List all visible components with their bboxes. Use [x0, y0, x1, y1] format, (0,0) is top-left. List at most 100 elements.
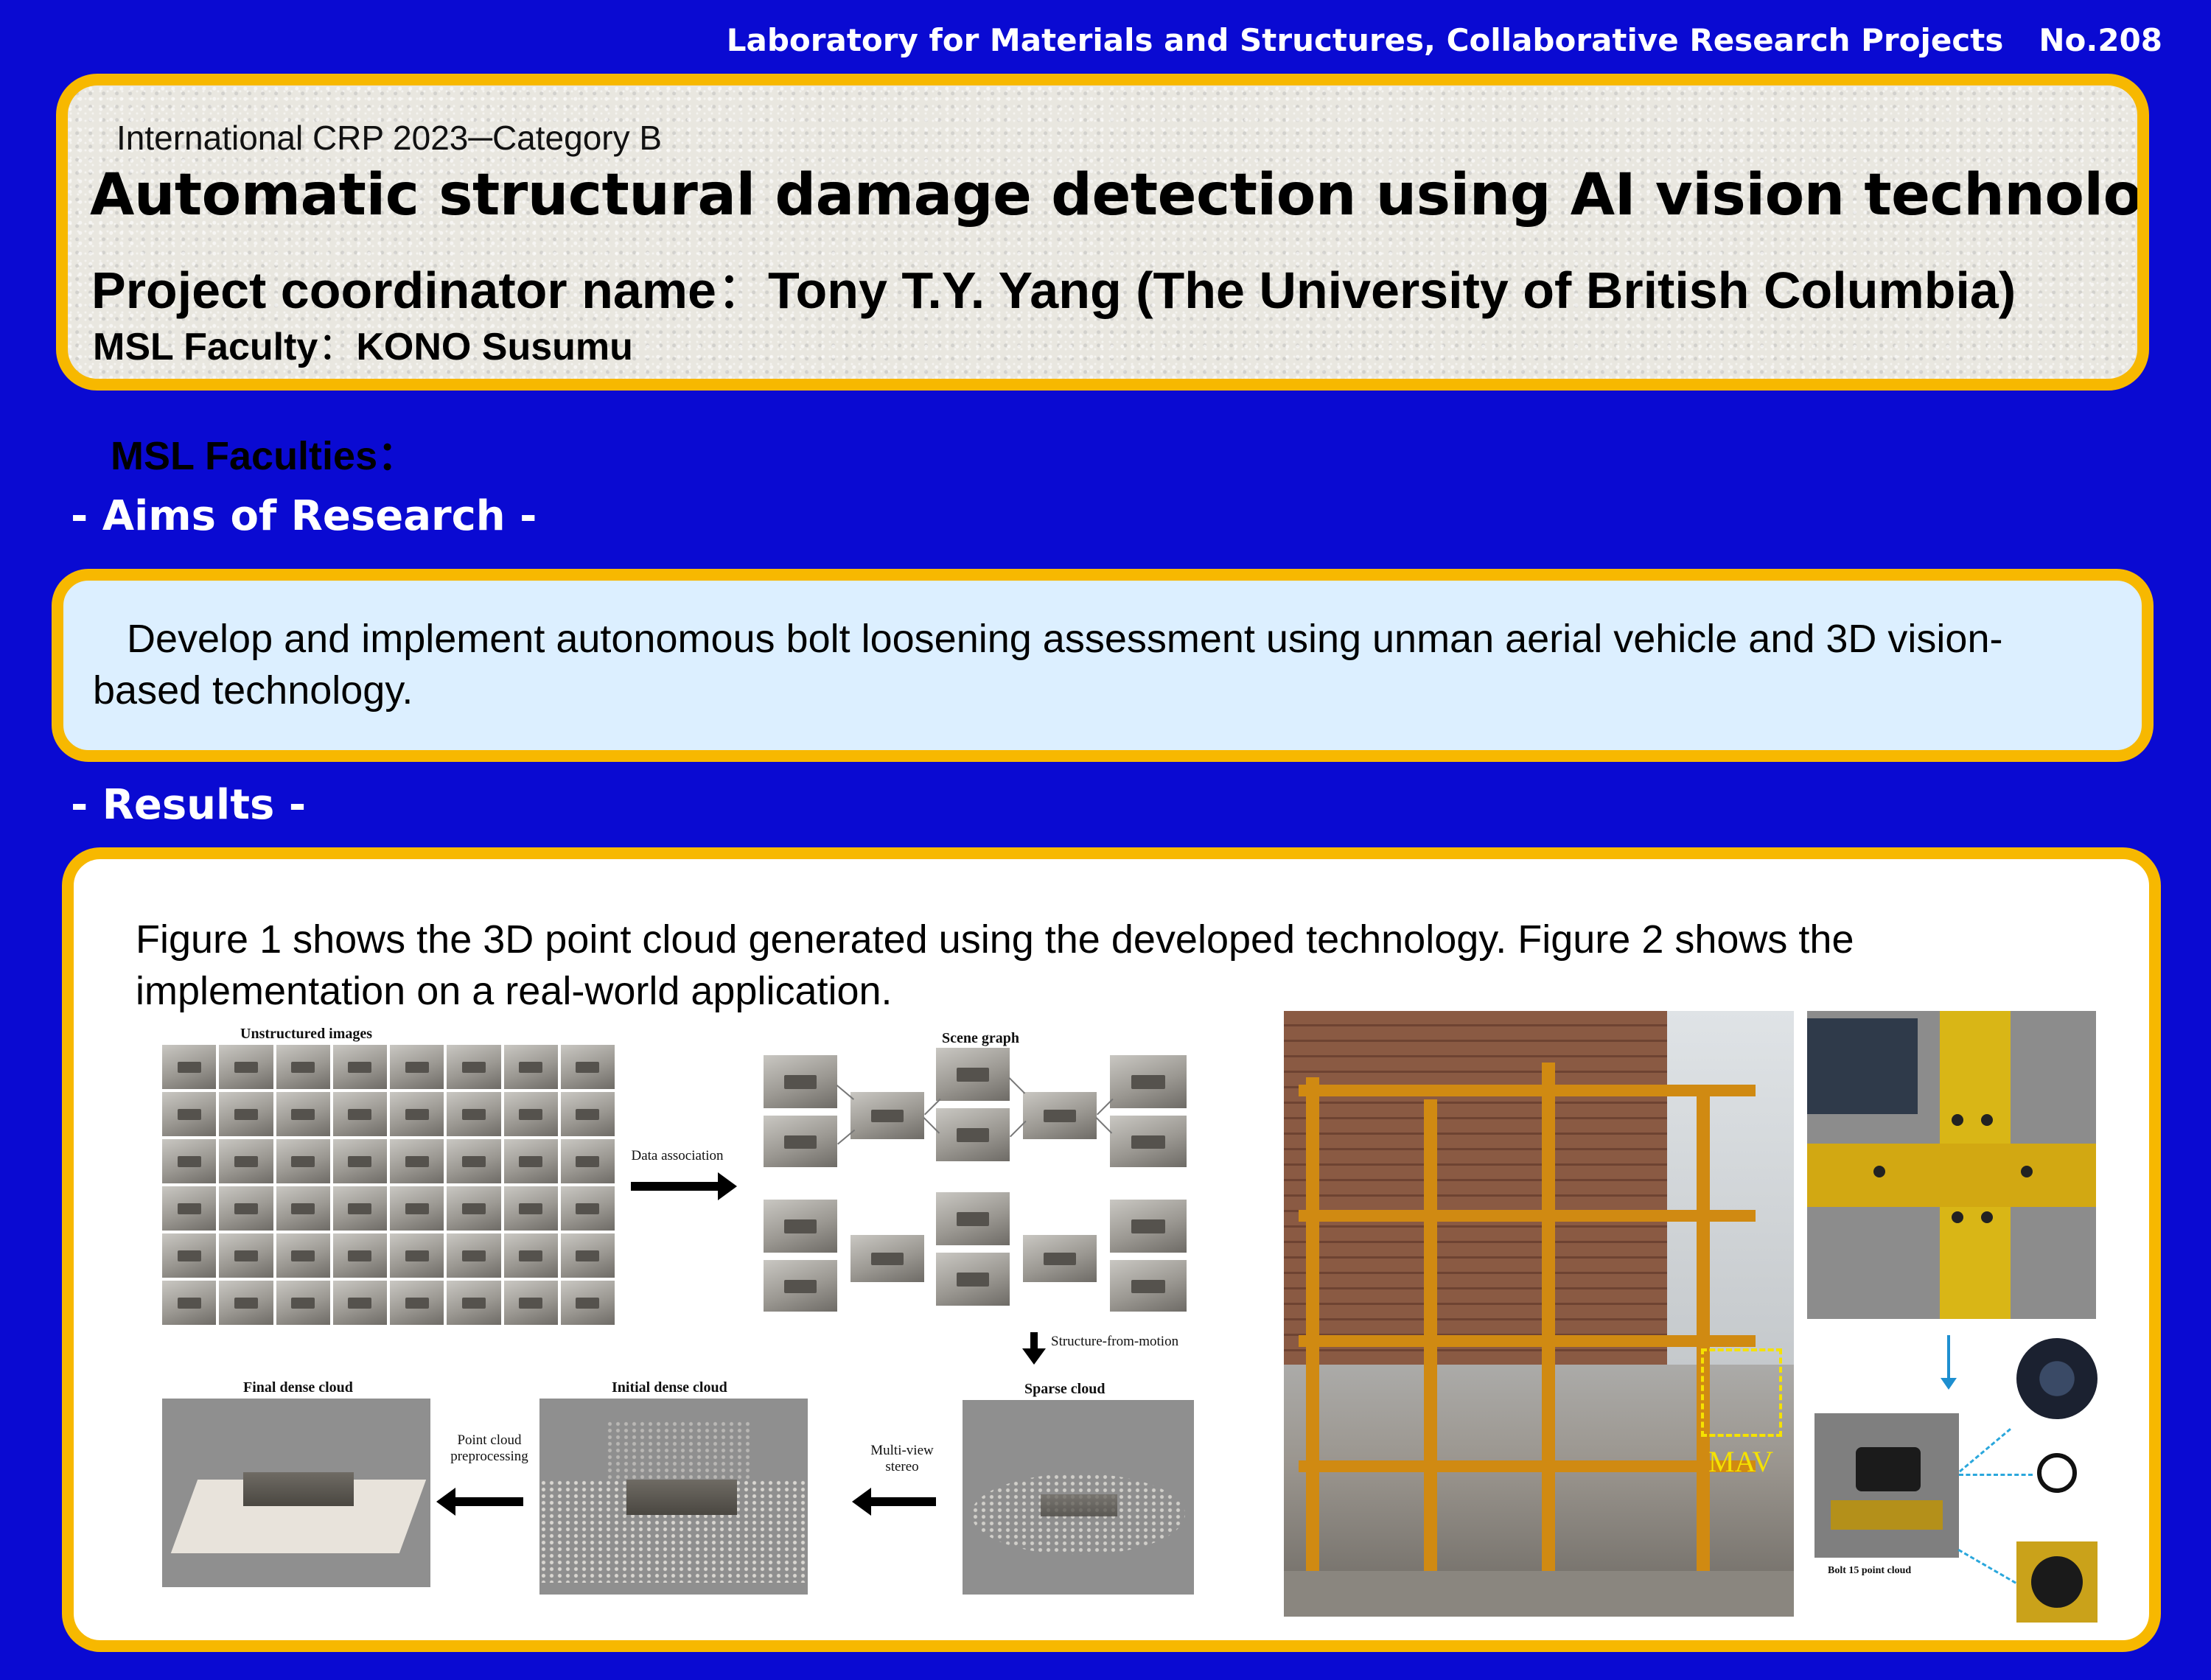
- coordinator-separator: ：: [716, 262, 768, 319]
- initial-dense-cloud-label: Initial dense cloud: [612, 1379, 727, 1396]
- unstructured-image-grid: [162, 1045, 615, 1325]
- scene-graph-node: [1110, 1055, 1187, 1108]
- initial-dense-cloud-image: [539, 1399, 808, 1595]
- unstructured-image-thumbnail: [447, 1092, 501, 1136]
- unstructured-image-thumbnail: [560, 1186, 615, 1231]
- final-dense-cloud-label: Final dense cloud: [243, 1379, 353, 1396]
- unstructured-image-thumbnail: [276, 1186, 330, 1231]
- bolt-hole: [2031, 1556, 2083, 1608]
- bolt-head: [1856, 1447, 1921, 1491]
- scene-graph-node: [936, 1108, 1010, 1161]
- scene-graph-node: [764, 1260, 837, 1312]
- results-box: Figure 1 shows the 3D point cloud genera…: [62, 847, 2161, 1652]
- scene-graph-node: [1110, 1260, 1187, 1312]
- unstructured-image-thumbnail: [162, 1281, 217, 1325]
- unstructured-image-thumbnail: [276, 1281, 330, 1325]
- bolt-marker: [2021, 1166, 2033, 1177]
- scene-graph-node: [764, 1116, 837, 1167]
- unstructured-image-thumbnail: [276, 1139, 330, 1183]
- unstructured-image-thumbnail: [390, 1092, 444, 1136]
- results-heading: - Results -: [71, 781, 307, 829]
- bolt-head-cloud: [2016, 1338, 2098, 1419]
- unstructured-image-thumbnail: [219, 1281, 273, 1325]
- frame-column: [1424, 1099, 1437, 1617]
- bolt-link-line: [1959, 1428, 2011, 1473]
- unstructured-image-thumbnail: [162, 1139, 217, 1183]
- mav-highlight-box: [1701, 1348, 1782, 1437]
- frame-beam: [1299, 1335, 1756, 1347]
- sky: [1667, 1011, 1794, 1365]
- faculty-label: MSL Faculty: [93, 326, 318, 368]
- bolt-marker: [1952, 1114, 1963, 1126]
- unstructured-image-thumbnail: [390, 1139, 444, 1183]
- unstructured-image-thumbnail: [162, 1092, 217, 1136]
- bolt-point-cloud-image: [1814, 1413, 1959, 1558]
- bolt-link-line: [1959, 1474, 2033, 1476]
- aims-heading: - Aims of Research -: [71, 492, 537, 540]
- aims-text: Develop and implement autonomous bolt lo…: [93, 617, 2003, 713]
- unstructured-image-thumbnail: [503, 1139, 558, 1183]
- coordinator-label: Project coordinator name: [91, 262, 716, 319]
- unstructured-image-thumbnail: [332, 1233, 387, 1278]
- title-box: International CRP 2023─Category B Automa…: [56, 74, 2149, 391]
- unstructured-image-thumbnail: [560, 1092, 615, 1136]
- unstructured-image-thumbnail: [503, 1281, 558, 1325]
- scene-graph-node: [1110, 1116, 1187, 1167]
- unstructured-image-thumbnail: [219, 1233, 273, 1278]
- preprocessing-label: Point cloud preprocessing: [450, 1432, 528, 1464]
- unstructured-image-thumbnail: [219, 1139, 273, 1183]
- unstructured-image-thumbnail: [560, 1139, 615, 1183]
- sparse-block: [1041, 1494, 1117, 1516]
- unstructured-image-thumbnail: [503, 1092, 558, 1136]
- bolt-ring-cloud: [2037, 1453, 2077, 1493]
- unstructured-image-thumbnail: [447, 1233, 501, 1278]
- scene-graph-node: [764, 1200, 837, 1253]
- scene-graph-node: [1023, 1092, 1097, 1139]
- sparse-cloud-image: [963, 1400, 1194, 1595]
- mav-label: MAV: [1708, 1445, 1774, 1478]
- frame-beam: [1299, 1085, 1756, 1096]
- unstructured-image-thumbnail: [447, 1139, 501, 1183]
- bolt-link-line: [1957, 1549, 2016, 1584]
- unstructured-image-thumbnail: [276, 1233, 330, 1278]
- sfm-label: Structure-from-motion: [1051, 1334, 1179, 1349]
- bolt-caption: Bolt 15 point cloud: [1828, 1565, 1912, 1576]
- data-association-arrow: [631, 1172, 737, 1200]
- bolt-marker: [1873, 1166, 1885, 1177]
- bolt-plate: [1831, 1500, 1943, 1530]
- unstructured-image-thumbnail: [390, 1186, 444, 1231]
- sparse-cloud-label: Sparse cloud: [1024, 1381, 1106, 1397]
- final-dense-cloud-image: [162, 1399, 430, 1587]
- unstructured-image-thumbnail: [276, 1045, 330, 1089]
- figure-1-pipeline: Unstructured images Data association Sce…: [162, 1026, 1209, 1615]
- scene-graph-node: [1110, 1200, 1187, 1253]
- brick-wall: [1284, 1011, 1667, 1365]
- scene-graph-label: Scene graph: [942, 1030, 1019, 1046]
- scene-graph-node: [850, 1092, 924, 1139]
- scene-graph-node: [936, 1048, 1010, 1101]
- unstructured-image-thumbnail: [390, 1045, 444, 1089]
- unstructured-image-thumbnail: [447, 1045, 501, 1089]
- unstructured-image-thumbnail: [332, 1139, 387, 1183]
- unstructured-image-thumbnail: [560, 1045, 615, 1089]
- sfm-arrow: [1022, 1332, 1046, 1365]
- faculty-line: MSL Faculty：KONO Susumu: [93, 315, 633, 371]
- unstructured-image-thumbnail: [162, 1186, 217, 1231]
- aims-box: Develop and implement autonomous bolt lo…: [52, 569, 2154, 762]
- unstructured-image-thumbnail: [503, 1045, 558, 1089]
- unstructured-image-thumbnail: [390, 1233, 444, 1278]
- unstructured-image-thumbnail: [332, 1092, 387, 1136]
- coordinator-line: Project coordinator name：Tony T.Y. Yang …: [91, 249, 2016, 323]
- scene-graph-node: [764, 1055, 837, 1108]
- lab-name: Laboratory for Materials and Structures,…: [726, 22, 2004, 58]
- unstructured-images-label: Unstructured images: [240, 1026, 373, 1042]
- unstructured-image-thumbnail: [332, 1281, 387, 1325]
- unstructured-image-thumbnail: [162, 1045, 217, 1089]
- scene-graph-node: [936, 1253, 1010, 1306]
- project-number: No.208: [2039, 22, 2162, 58]
- frame-beam: [1299, 1460, 1756, 1472]
- coordinator-name: Tony T.Y. Yang (The University of Britis…: [767, 262, 2016, 319]
- unstructured-image-thumbnail: [503, 1186, 558, 1231]
- scene-graph-edge: [1008, 1077, 1026, 1094]
- figure-2-site-photo: MAV: [1284, 1011, 1794, 1617]
